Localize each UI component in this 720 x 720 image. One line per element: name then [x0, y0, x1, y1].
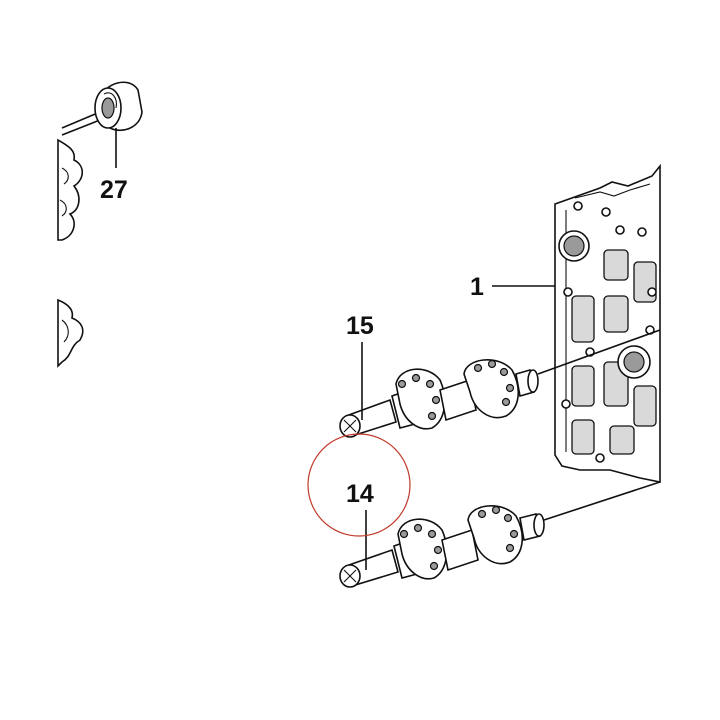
callout-27: 27 — [100, 176, 128, 204]
camshaft-part-15 — [339, 359, 539, 438]
callout-1: 1 — [470, 273, 484, 301]
cylinder-head-part-1 — [554, 163, 661, 483]
left-partial-component — [57, 111, 101, 368]
callout-14: 14 — [346, 480, 374, 508]
camshaft-14-to-head-line — [543, 481, 661, 521]
callout-15: 15 — [346, 312, 374, 340]
bushing-part-27 — [94, 81, 143, 132]
camshaft-part-14 — [339, 505, 545, 588]
camshaft-15-to-head-line — [537, 329, 661, 375]
highlight-circle-14 — [307, 433, 411, 537]
